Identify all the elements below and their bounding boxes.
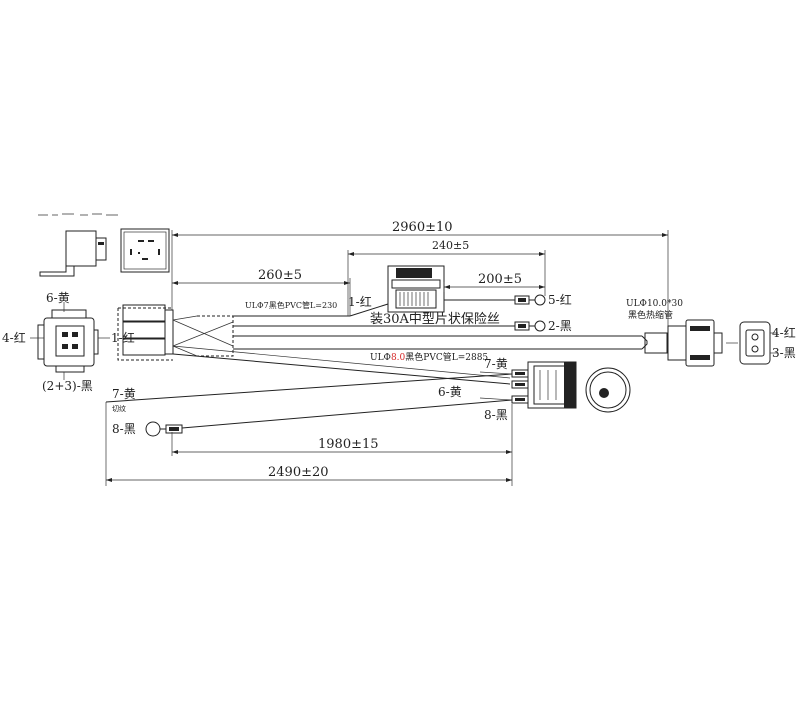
switch-pin8-label: 8-黑	[484, 408, 508, 422]
conn-pin3-label: 3-黑	[772, 346, 796, 360]
dim-fuse-span: 240±5	[432, 239, 469, 252]
relay-pin23-label: (2+3)-黑	[42, 379, 93, 393]
dim-switch-branch: 1980±15	[318, 437, 379, 452]
dim-overall: 2960±10	[392, 220, 453, 235]
dim-left-branch: 260±5	[258, 268, 302, 283]
fuse-in-label: 1-红	[348, 294, 372, 309]
dimension-total-lower	[105, 402, 512, 486]
ring2-label: 2-黑	[548, 319, 572, 333]
ring5-label: 5-红	[548, 292, 572, 307]
relay-pin6-label: 6-黄	[46, 291, 70, 305]
switch-terminals	[511, 369, 529, 404]
heat-shrink-label-2: 黑色热缩管	[628, 309, 673, 321]
relay-icon	[38, 213, 170, 277]
dimension-overall	[171, 230, 669, 336]
rocker-switch-icon	[527, 361, 577, 409]
dimension-fuse-to-ring	[443, 282, 545, 292]
dimension-left-branch	[171, 278, 351, 316]
switch-branch-wires	[105, 345, 513, 429]
dimension-switch-branch	[171, 404, 513, 486]
conn-pin4-label: 4-红	[772, 325, 796, 340]
cut-note: 切纹	[112, 404, 126, 413]
heat-shrink-label-1: ULΦ10.0*30	[626, 299, 683, 309]
round-switch-icon	[585, 367, 631, 413]
connector-icon	[644, 319, 778, 367]
switch-pin7-label: 7-黄	[484, 357, 508, 371]
dim-fuse-to-ring: 200±5	[478, 272, 522, 287]
dimension-fuse-span	[347, 250, 546, 316]
tube-short-label: ULΦ7黑色PVC管L=230	[245, 300, 337, 310]
relay-pin4-label: 4-红	[2, 330, 26, 345]
lower-pin8-label: 8-黑	[112, 422, 136, 436]
ring-terminal-icon	[514, 294, 546, 332]
socket-housing	[117, 304, 234, 361]
relay-socket-connector	[30, 302, 110, 380]
fuse-description: 装30A中型片状保险丝	[370, 312, 500, 327]
switch-pin6-label: 6-黄	[438, 385, 462, 399]
tube-long-label: ULΦ8.0黑色PVC管L=2885	[370, 351, 488, 363]
lower-pin7-label: 7-黄	[112, 387, 136, 401]
dim-total-lower: 2490±20	[268, 465, 329, 480]
lower-ring-terminal	[145, 421, 183, 437]
fuse-holder-icon	[349, 265, 515, 327]
